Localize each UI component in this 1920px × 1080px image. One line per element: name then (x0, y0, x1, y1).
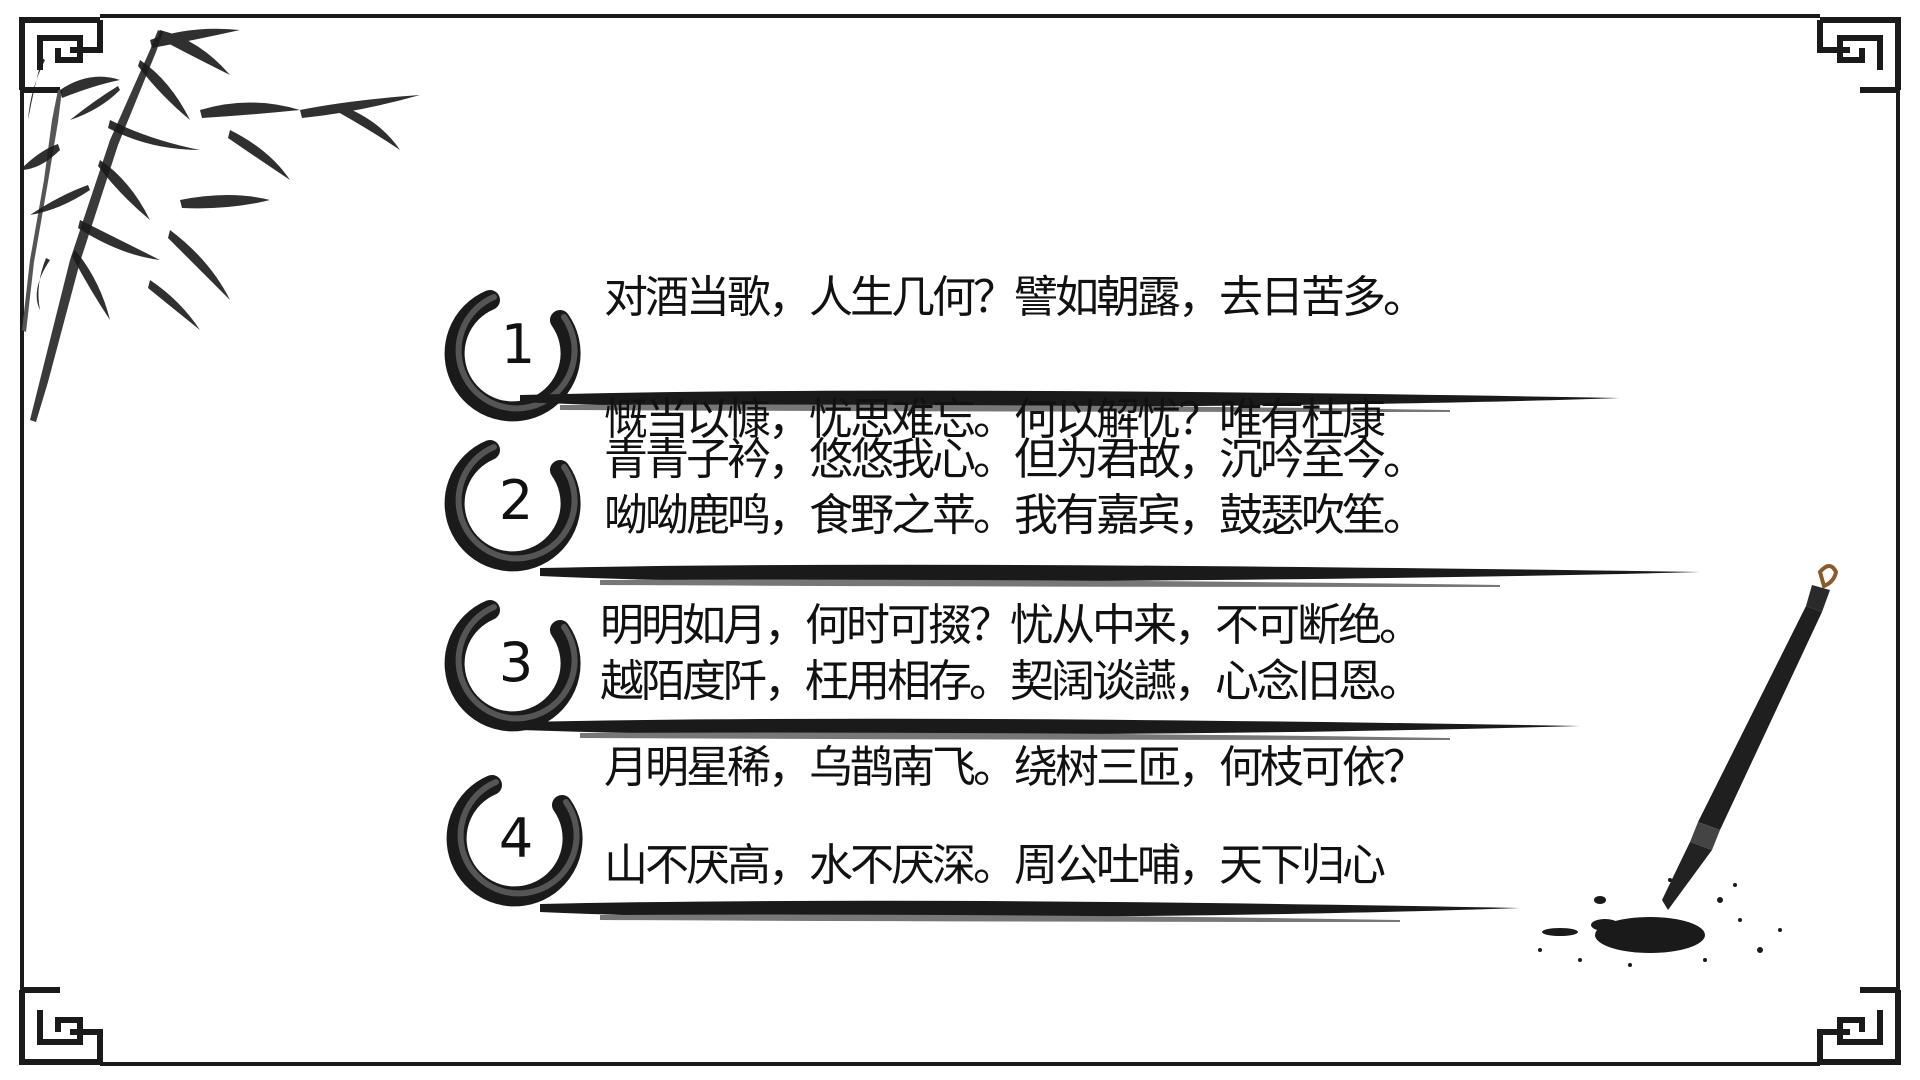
item-line-2: 慨当以慷，忧思难忘。何以解忧？唯有杜康 (604, 394, 1386, 445)
fret-corner-icon (1817, 987, 1901, 1065)
item-number: 4 (498, 807, 534, 870)
item-number: 2 (498, 469, 534, 532)
item-line-1: 青青子衿，悠悠我心。但为君故，沉吟至今。 (604, 434, 1427, 485)
ink-splash-icon (1538, 878, 1782, 967)
ink-brush-stroke-icon (520, 718, 1580, 740)
fret-corner-icon (19, 987, 103, 1065)
item-line-2: 呦呦鹿鸣，食野之苹。我有嘉宾，鼓瑟吹笙。 (604, 490, 1427, 541)
ink-circle-icon (444, 440, 581, 572)
ink-circle-icon (446, 775, 583, 907)
item-line-2: 越陌度阡，枉用相存。契阔谈讌，心念旧恩。 (600, 656, 1423, 707)
item-number: 1 (500, 313, 536, 376)
item-line-1: 对酒当歌，人生几何？譬如朝露，去日苦多。 (604, 272, 1427, 323)
bamboo-icon (20, 28, 420, 422)
item-line-1: 明明如月，何时可掇？忧从中来，不可断绝。 (600, 600, 1423, 651)
item-number: 3 (498, 631, 534, 694)
ink-brush-stroke-icon (540, 564, 1700, 587)
ink-brush-stroke-icon (540, 900, 1520, 922)
item-line-1: 月明星稀，乌鹊南飞。绕树三匝，何枝可依？ (604, 742, 1427, 793)
calligraphy-brush-icon (1662, 564, 1839, 910)
ink-circle-icon (444, 600, 581, 732)
ink-circle-icon (444, 290, 581, 422)
item-line-2: 山不厌高，水不厌深。周公吐哺，天下归心 (604, 840, 1386, 891)
ink-brush-stroke-icon (520, 390, 1620, 412)
fret-corner-icon (1817, 17, 1901, 93)
frame-border (20, 14, 1900, 1066)
fret-corner-icon (19, 17, 103, 93)
